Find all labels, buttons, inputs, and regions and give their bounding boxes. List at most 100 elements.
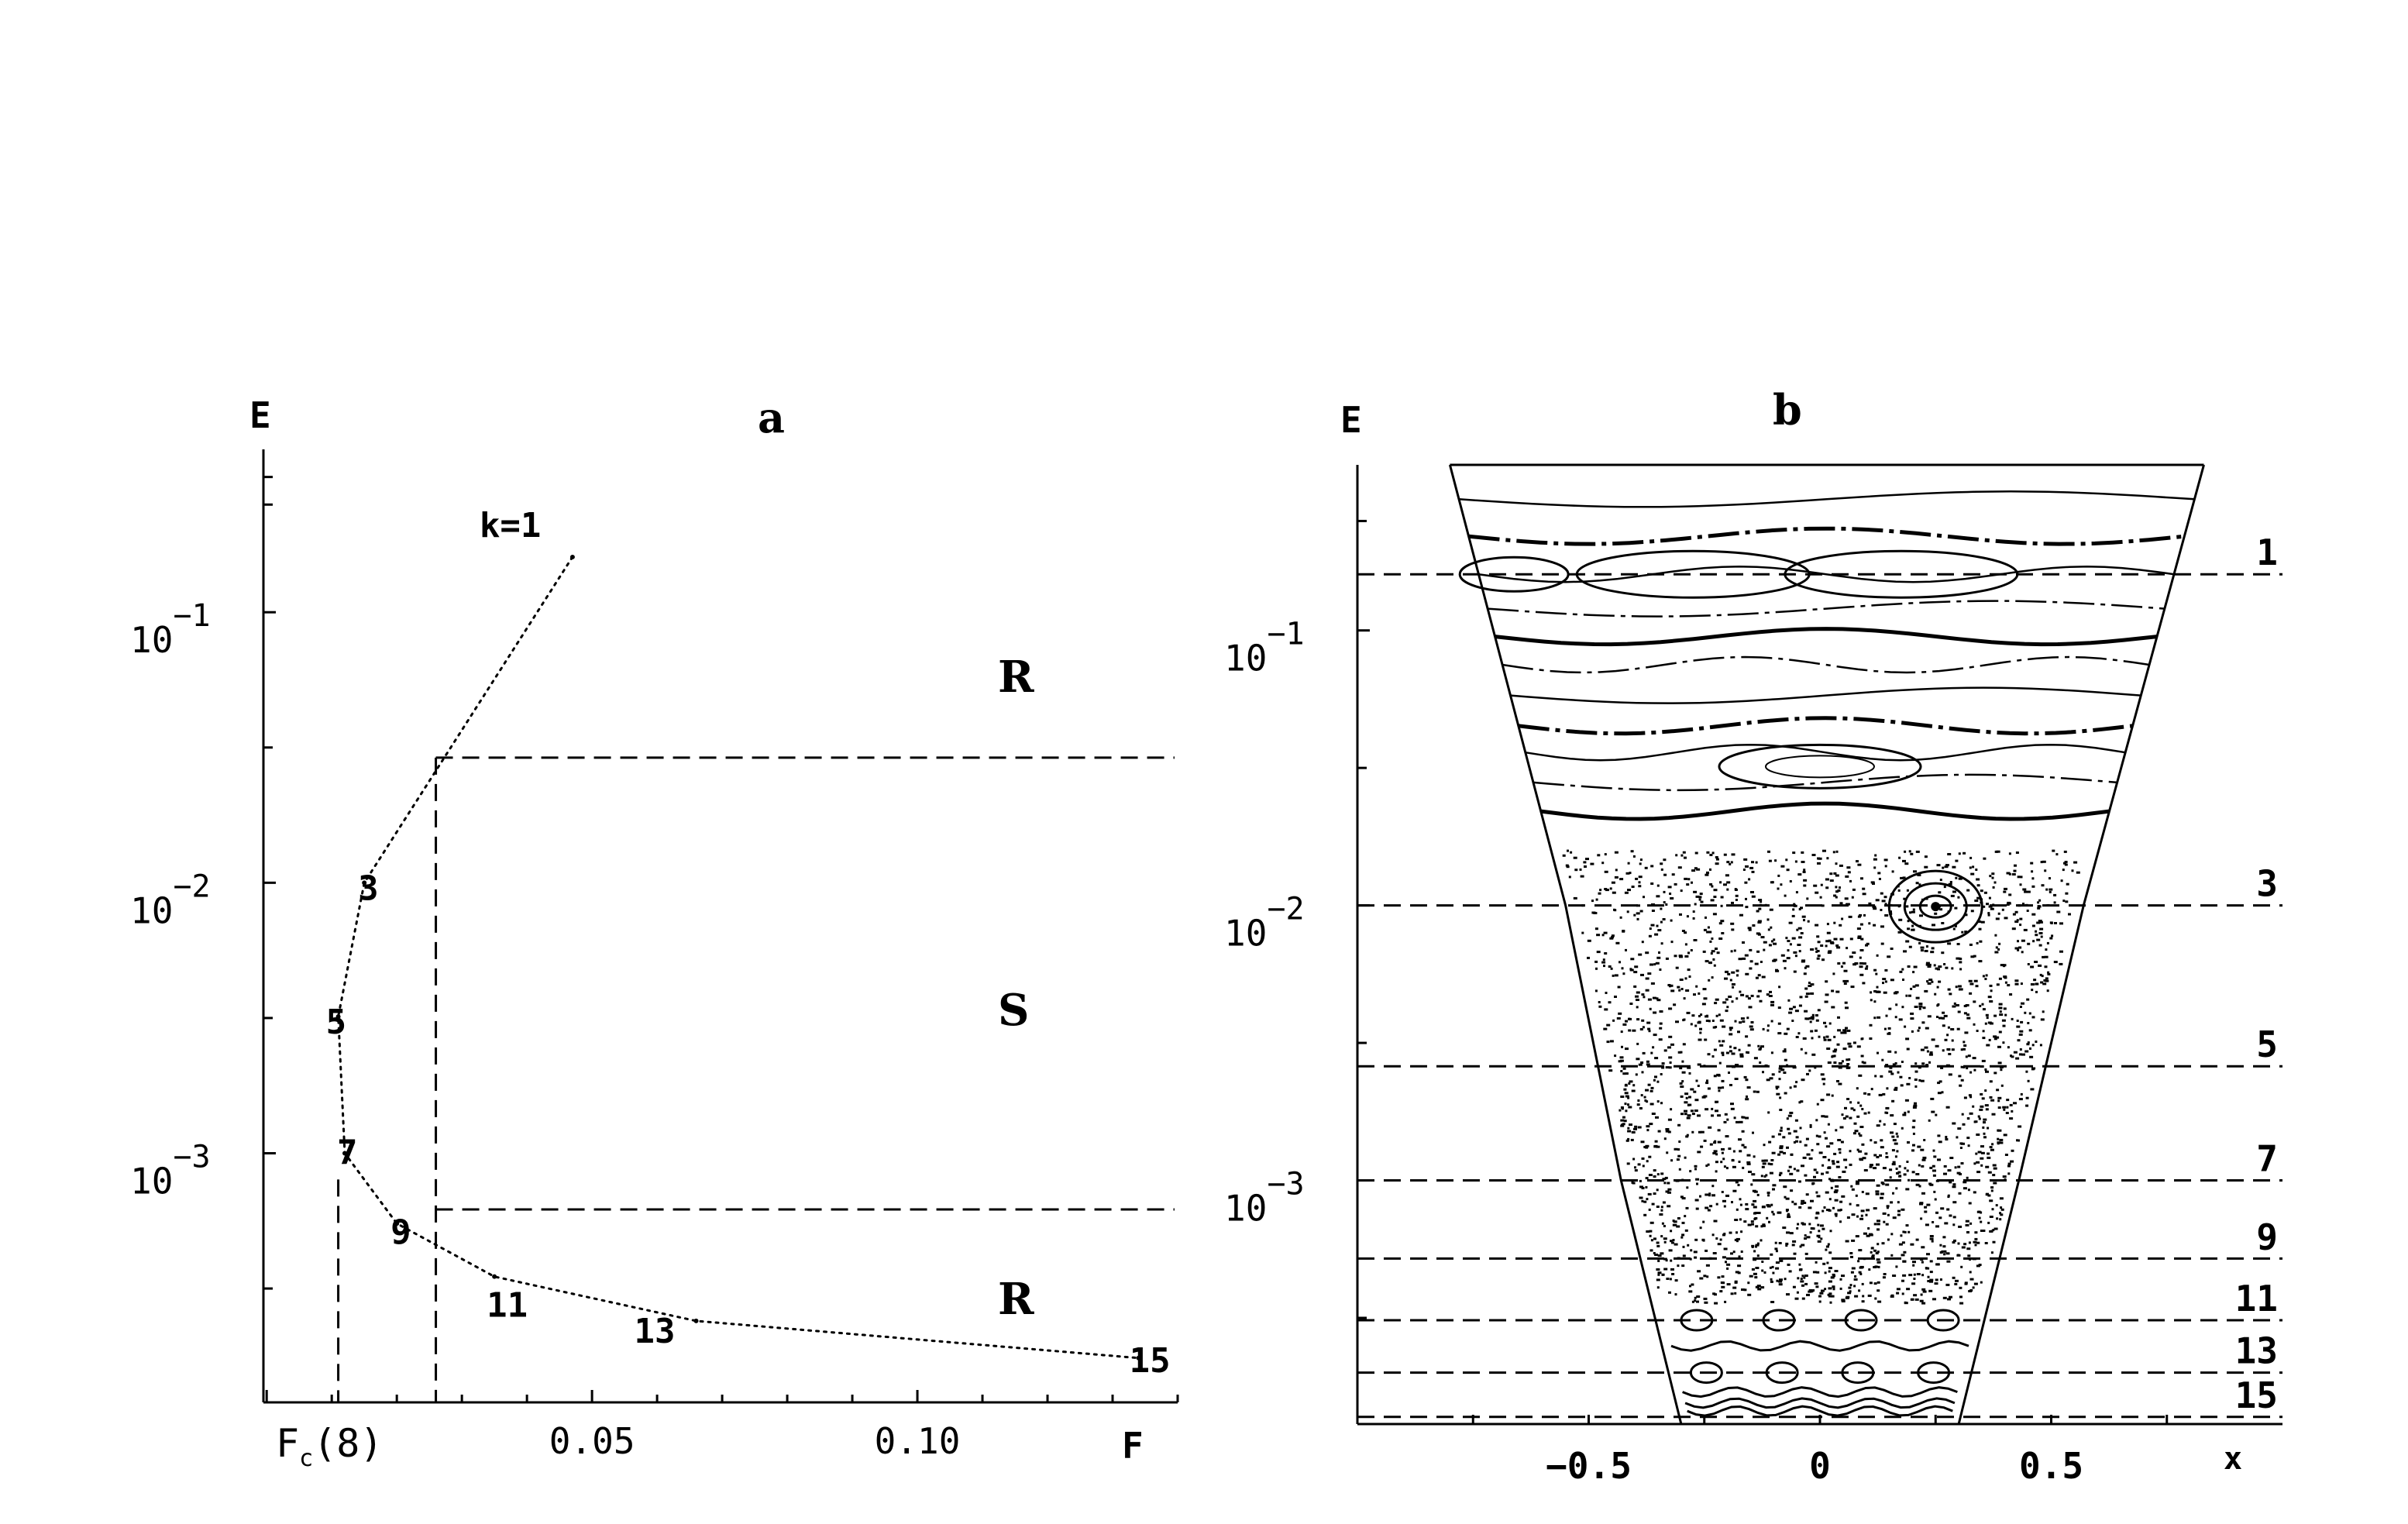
panel-b-chaotic-dot bbox=[1873, 1223, 1877, 1226]
panel-b-chaotic-dot bbox=[2017, 876, 2021, 879]
panel-b-chaotic-dot bbox=[1767, 928, 1770, 931]
panel-b-chaotic-dot bbox=[1852, 1132, 1856, 1135]
panel-b-chaotic-dot bbox=[1987, 1171, 1992, 1174]
panel-b-chaotic-dot bbox=[1835, 890, 1839, 893]
panel-b-chaotic-dot bbox=[1907, 1230, 1911, 1233]
panel-b-chaotic-dot bbox=[1702, 1239, 1705, 1242]
panel-b-chaotic-dot bbox=[1994, 934, 1997, 937]
panel-b-chaotic-dot bbox=[1703, 928, 1707, 931]
panel-b-chaotic-dot bbox=[1707, 1209, 1711, 1212]
panel-b-chaotic-dot bbox=[1900, 876, 1904, 879]
panel-b-chaotic-dot bbox=[1748, 1171, 1752, 1173]
panel-b-chaotic-dot bbox=[1837, 889, 1841, 892]
panel-b-chaotic-dot bbox=[1717, 1140, 1722, 1144]
panel-b-chaotic-dot bbox=[1720, 1161, 1723, 1164]
panel-b-chaotic-dot bbox=[1945, 966, 1949, 969]
panel-b-chaotic-dot bbox=[1857, 935, 1862, 938]
panel-b-chaotic-dot bbox=[1877, 872, 1881, 875]
panel-b-chaotic-dot bbox=[1631, 1181, 1634, 1184]
panel-b-chaotic-dot bbox=[1798, 1101, 1801, 1104]
panel-b-chaotic-dot bbox=[1968, 1290, 1973, 1292]
panel-a-series-point bbox=[569, 554, 575, 559]
panel-b-chaotic-dot bbox=[2027, 1022, 2030, 1024]
panel-b-chaotic-dot bbox=[1904, 862, 1909, 865]
panel-b-chaotic-dot bbox=[1620, 1030, 1623, 1034]
panel-b-chaotic-dot bbox=[1968, 1094, 1972, 1097]
panel-b-chaotic-dot bbox=[1833, 1061, 1837, 1064]
panel-b-chaotic-dot bbox=[1753, 1250, 1756, 1253]
panel-b-chaotic-dot bbox=[1665, 1066, 1670, 1069]
panel-b-chaotic-dot bbox=[1943, 1250, 1947, 1253]
panel-b-chaotic-dot bbox=[2071, 869, 2074, 872]
panel-b-chaotic-dot bbox=[2020, 1092, 2023, 1096]
panel-b-chaotic-dot bbox=[1619, 1109, 1622, 1112]
panel-b-chaotic-dot bbox=[1819, 1292, 1824, 1295]
panel-b-chaotic-dot bbox=[2011, 1149, 2014, 1152]
panel-b-chaotic-dot bbox=[1917, 874, 1921, 876]
panel-b-chaotic-dot bbox=[1980, 1151, 1985, 1154]
panel-b-chaotic-dot bbox=[1813, 1175, 1816, 1178]
panel-b-chaotic-dot bbox=[1751, 861, 1754, 864]
panel-b-chaotic-dot bbox=[1604, 870, 1608, 873]
panel-b-chaotic-dot bbox=[1682, 1245, 1685, 1248]
panel-b-chaotic-dot bbox=[1757, 1044, 1760, 1048]
panel-b-chaotic-dot bbox=[1918, 1027, 1921, 1030]
panel-b-chaotic-dot bbox=[1845, 1115, 1849, 1118]
panel-b-chaotic-dot bbox=[2020, 876, 2023, 879]
panel-b-chaotic-dot bbox=[2047, 972, 2051, 975]
panel-b-chaotic-dot bbox=[1935, 1211, 1938, 1214]
panel-b-chaotic-dot bbox=[1944, 865, 1949, 869]
panel-b-chaotic-dot bbox=[1986, 1017, 1989, 1020]
panel-b-chaotic-dot bbox=[1660, 1209, 1663, 1212]
panel-b-chaotic-dot bbox=[1888, 1070, 1893, 1073]
panel-b-chaotic-dot bbox=[1732, 1286, 1737, 1289]
panel-b-chaotic-dot bbox=[1888, 906, 1890, 910]
panel-b-chaotic-dot bbox=[1973, 1000, 1976, 1003]
panel-b-chaotic-dot bbox=[1925, 963, 1930, 966]
panel-b-chaotic-dot bbox=[1705, 1020, 1709, 1022]
panel-b-chaotic-dot bbox=[1601, 961, 1606, 964]
panel-b-chaotic-dot bbox=[1795, 1140, 1798, 1143]
panel-b-chaotic-dot bbox=[1693, 939, 1698, 941]
panel-b-chaotic-dot bbox=[1911, 1282, 1916, 1285]
panel-b-chaotic-dot bbox=[1835, 990, 1840, 993]
panel-b-chaotic-dot bbox=[1627, 1127, 1630, 1130]
panel-b-chaotic-dot bbox=[1904, 850, 1907, 853]
panel-b-chaotic-dot bbox=[1983, 891, 1987, 894]
panel-b-chaotic-dot bbox=[1697, 1151, 1701, 1154]
panel-b-chaotic-dot bbox=[1980, 1105, 1984, 1108]
panel-b-chaotic-dot bbox=[1804, 1234, 1807, 1237]
panel-b-chaotic-dot bbox=[1753, 1155, 1756, 1158]
panel-b-chaotic-dot bbox=[1636, 1103, 1640, 1106]
panel-b-chaotic-dot bbox=[1650, 865, 1654, 868]
panel-b-chaotic-dot bbox=[1856, 1087, 1859, 1090]
panel-b-chaotic-dot bbox=[1694, 1238, 1698, 1241]
panel-b-chaotic-dot bbox=[1649, 927, 1652, 931]
panel-b-chaotic-dot bbox=[1804, 1282, 1808, 1285]
panel-b-chaotic-dot bbox=[1656, 1189, 1659, 1192]
panel-b-chaotic-dot bbox=[1904, 1111, 1907, 1114]
panel-b-chaotic-dot bbox=[1615, 941, 1620, 944]
panel-b-chaotic-dot bbox=[1732, 1251, 1735, 1254]
panel-b-chaotic-dot bbox=[1919, 1299, 1924, 1302]
panel-b-chaotic-dot bbox=[1745, 1078, 1749, 1082]
panel-b-chaotic-dot bbox=[1861, 1037, 1864, 1041]
panel-b-chaotic-dot bbox=[1907, 1110, 1910, 1113]
panel-b-chaotic-dot bbox=[1818, 1300, 1821, 1303]
panel-b-chaotic-dot bbox=[1877, 1051, 1879, 1054]
panel-b-chaotic-dot bbox=[1750, 1220, 1754, 1223]
panel-b-chaotic-dot bbox=[1784, 967, 1787, 970]
panel-b-chaotic-dot bbox=[2040, 861, 2043, 864]
panel-b-chaotic-dot bbox=[1777, 1022, 1781, 1025]
panel-b-chaotic-dot bbox=[1667, 1182, 1670, 1185]
panel-b-chaotic-dot bbox=[1825, 1171, 1829, 1174]
panel-b-chaotic-dot bbox=[1745, 1208, 1749, 1211]
panel-b-chaotic-dot bbox=[1741, 1144, 1745, 1147]
panel-b-chaotic-dot bbox=[1832, 1288, 1835, 1291]
panel-b-chaotic-dot bbox=[1625, 1083, 1628, 1086]
panel-b-chaotic-dot bbox=[1824, 1288, 1827, 1291]
panel-b-chaotic-dot bbox=[1620, 1119, 1625, 1122]
panel-b-chaotic-dot bbox=[1804, 1051, 1808, 1054]
panel-b-chaotic-dot bbox=[1844, 1001, 1848, 1004]
panel-b-chaotic-dot bbox=[1873, 990, 1877, 992]
